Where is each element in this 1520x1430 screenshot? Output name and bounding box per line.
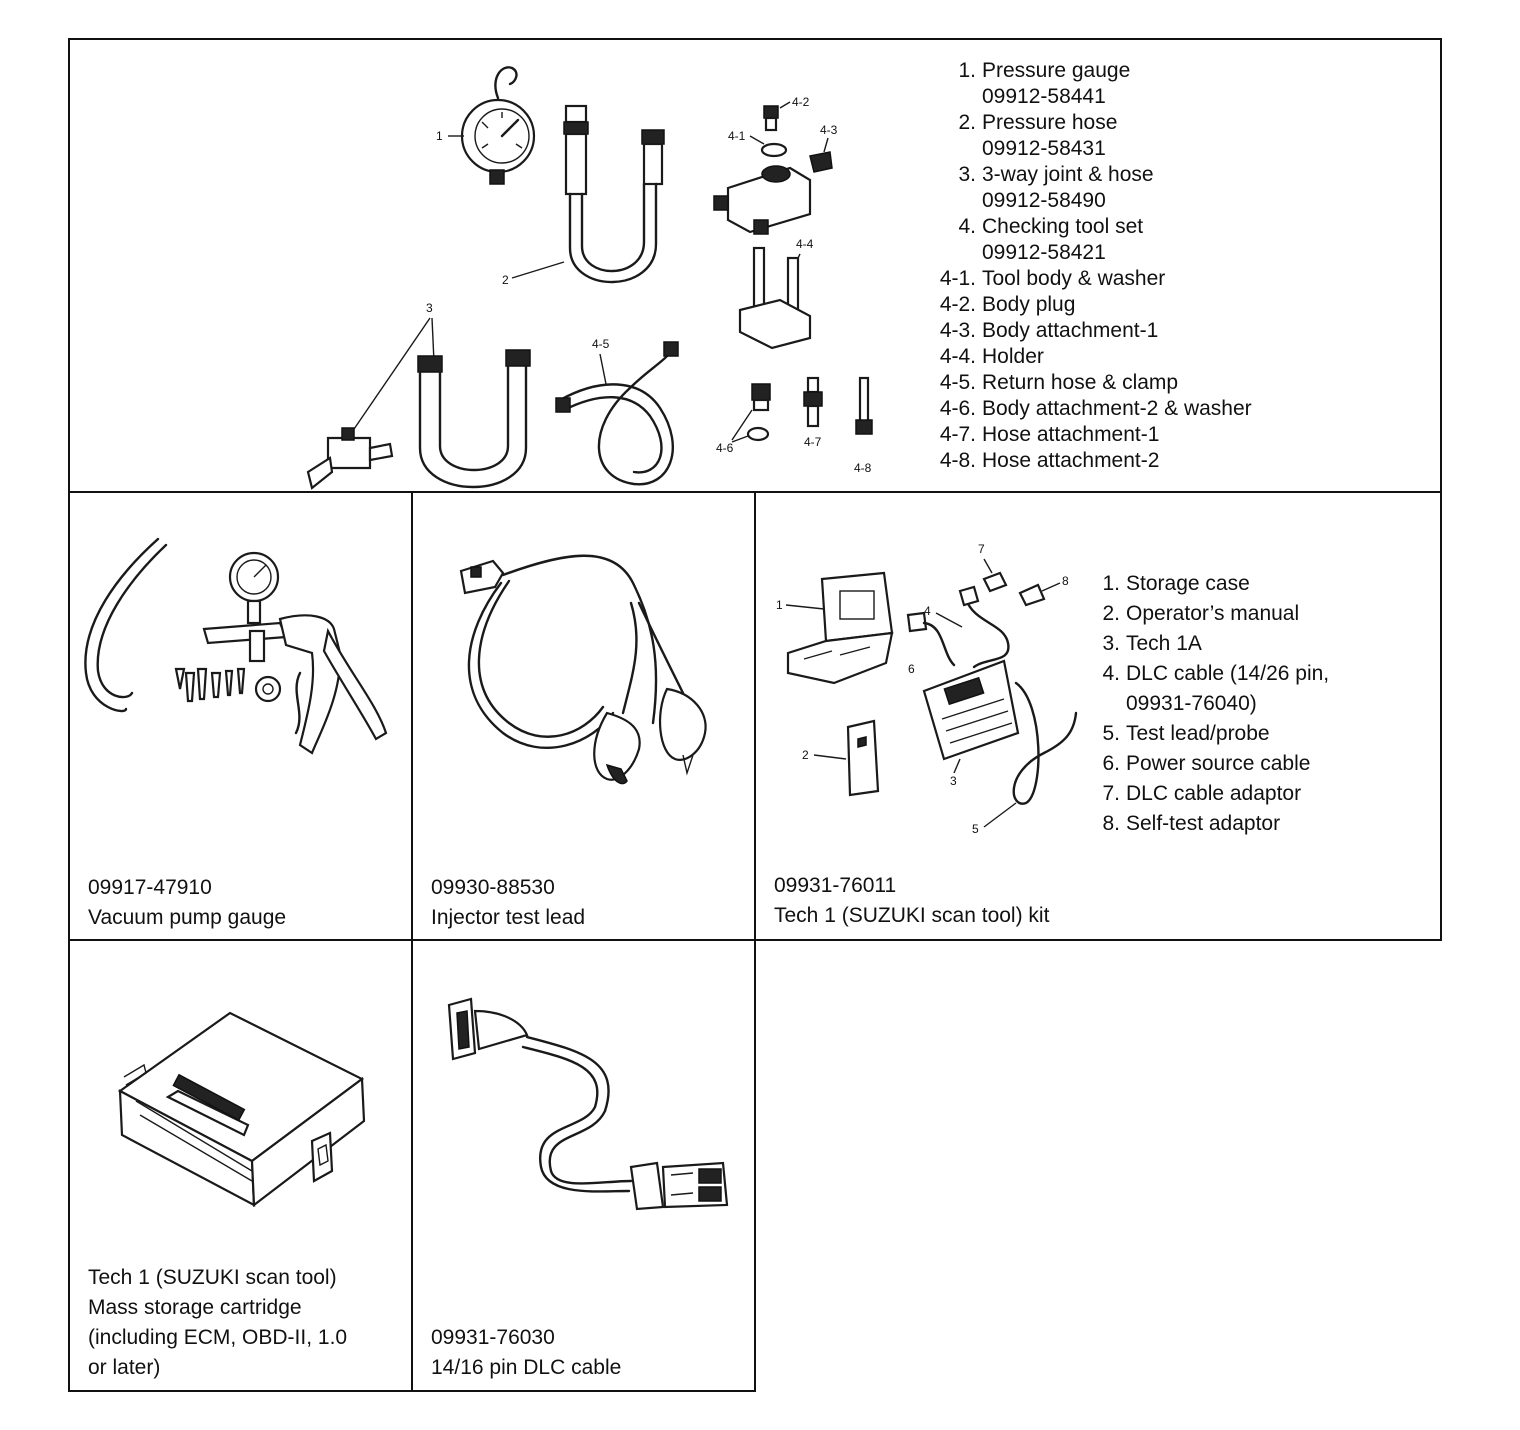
cartridge-cell: Tech 1 (SUZUKI scan tool) Mass storage c…	[68, 939, 413, 1392]
dlc-cable-caption: 09931-76030 14/16 pin DLC cable	[431, 1323, 621, 1383]
vacuum-pump-illustration	[84, 537, 388, 755]
legend-item: 5.Test lead/probe	[1102, 722, 1270, 745]
attachments-drawing: 4-6 4-7 4-8	[716, 376, 873, 475]
fuel-pressure-kit-cell: 1 2 3 4-5	[68, 38, 1442, 493]
three-way-joint-drawing: 3	[306, 301, 531, 490]
part-number: 09931-76011	[774, 874, 897, 897]
caption-line: Mass storage cartridge	[88, 1296, 302, 1319]
callout-6: 6	[908, 662, 915, 676]
legend-item: 4-1.Tool body & washer	[939, 267, 1166, 290]
callout-1: 1	[776, 598, 783, 612]
callout-2: 2	[502, 273, 509, 287]
legend-item: 3.Tech 1A	[1102, 632, 1202, 655]
legend-item: 8.Self-test adaptor	[1102, 812, 1281, 835]
part-number: 09917-47910	[88, 876, 212, 899]
callout-4-4: 4-4	[796, 237, 814, 251]
legend-item: 4-7.Hose attachment-1	[939, 423, 1160, 446]
dlc-cable-illustration	[447, 997, 729, 1211]
callout-2: 2	[802, 748, 809, 762]
callout-4-2: 4-2	[792, 95, 810, 109]
legend-item: 4-2.Body plug	[939, 293, 1076, 316]
legend-item: 4-6.Body attachment-2 & washer	[939, 397, 1252, 420]
callout-4-5: 4-5	[592, 337, 610, 351]
part-name: Tech 1 (SUZUKI scan tool) kit	[774, 904, 1050, 927]
callout-4: 4	[924, 604, 931, 618]
part-name: Vacuum pump gauge	[88, 906, 287, 929]
tech1-kit-caption: 09931-76011 Tech 1 (SUZUKI scan tool) ki…	[774, 871, 1049, 931]
callout-1: 1	[436, 129, 443, 143]
callout-3: 3	[950, 774, 957, 788]
vacuum-pump-cell: 09917-47910 Vacuum pump gauge	[68, 491, 413, 941]
legend-item: 4-5.Return hose & clamp	[939, 371, 1179, 394]
callout-4-7: 4-7	[804, 435, 822, 449]
caption-line: (including ECM, OBD-II, 1.0	[88, 1326, 348, 1349]
return-hose-drawing: 4-5	[555, 337, 679, 486]
callout-4-1: 4-1	[728, 129, 746, 143]
tech1-kit-illustration: 1 2 3 4 6 7 8 5	[776, 542, 1078, 836]
cartridge-caption: Tech 1 (SUZUKI scan tool) Mass storage c…	[88, 1263, 347, 1383]
pressure-hose-drawing: 2	[502, 104, 665, 287]
callout-3: 3	[426, 301, 433, 315]
callout-5: 5	[972, 822, 979, 836]
caption-line: or later)	[88, 1356, 161, 1379]
legend-item: 1.Storage case	[1102, 572, 1250, 595]
pressure-gauge-drawing: 1	[436, 66, 536, 185]
legend-item: 7.DLC cable adaptor	[1102, 782, 1302, 805]
tech1-kit-cell: 1 2 3 4 6 7 8 5 1.Storage case 2.	[754, 491, 1442, 941]
callout-7: 7	[978, 542, 985, 556]
caption-line: Tech 1 (SUZUKI scan tool)	[88, 1266, 337, 1289]
part-number: 09931-76030	[431, 1326, 555, 1349]
legend-item: 6.Power source cable	[1102, 752, 1311, 775]
legend-item: 4.DLC cable (14/26 pin,09931-76040)	[1102, 662, 1330, 715]
part-name: 14/16 pin DLC cable	[431, 1356, 622, 1379]
legend-item: 2.Operator’s manual	[1102, 602, 1300, 625]
callout-4-8: 4-8	[854, 461, 872, 475]
legend-item: 4-8.Hose attachment-2	[939, 449, 1160, 472]
injector-lead-caption: 09930-88530 Injector test lead	[431, 873, 585, 933]
injector-lead-illustration	[459, 554, 707, 785]
callout-8: 8	[1062, 574, 1069, 588]
cartridge-illustration	[117, 1011, 366, 1208]
callout-4-6: 4-6	[716, 441, 734, 455]
legend-item: 4-4.Holder	[939, 345, 1044, 368]
dlc-cable-cell: 09931-76030 14/16 pin DLC cable	[411, 939, 756, 1392]
tech1-kit-legend: 1.Storage case 2.Operator’s manual 3.Tec…	[1072, 569, 1329, 839]
callout-4-3: 4-3	[820, 123, 838, 137]
legend-item: 4-3.Body attachment-1	[939, 319, 1159, 342]
checking-tool-set-drawing: 4-2 4-1 4-3 4-4	[713, 95, 838, 350]
part-name: Injector test lead	[431, 906, 586, 929]
injector-lead-cell: 09930-88530 Injector test lead	[411, 491, 756, 941]
vacuum-pump-caption: 09917-47910 Vacuum pump gauge	[88, 873, 286, 933]
fuel-pressure-kit-illustration: 1 2 3 4-5	[306, 66, 873, 490]
part-number: 09930-88530	[431, 876, 555, 899]
